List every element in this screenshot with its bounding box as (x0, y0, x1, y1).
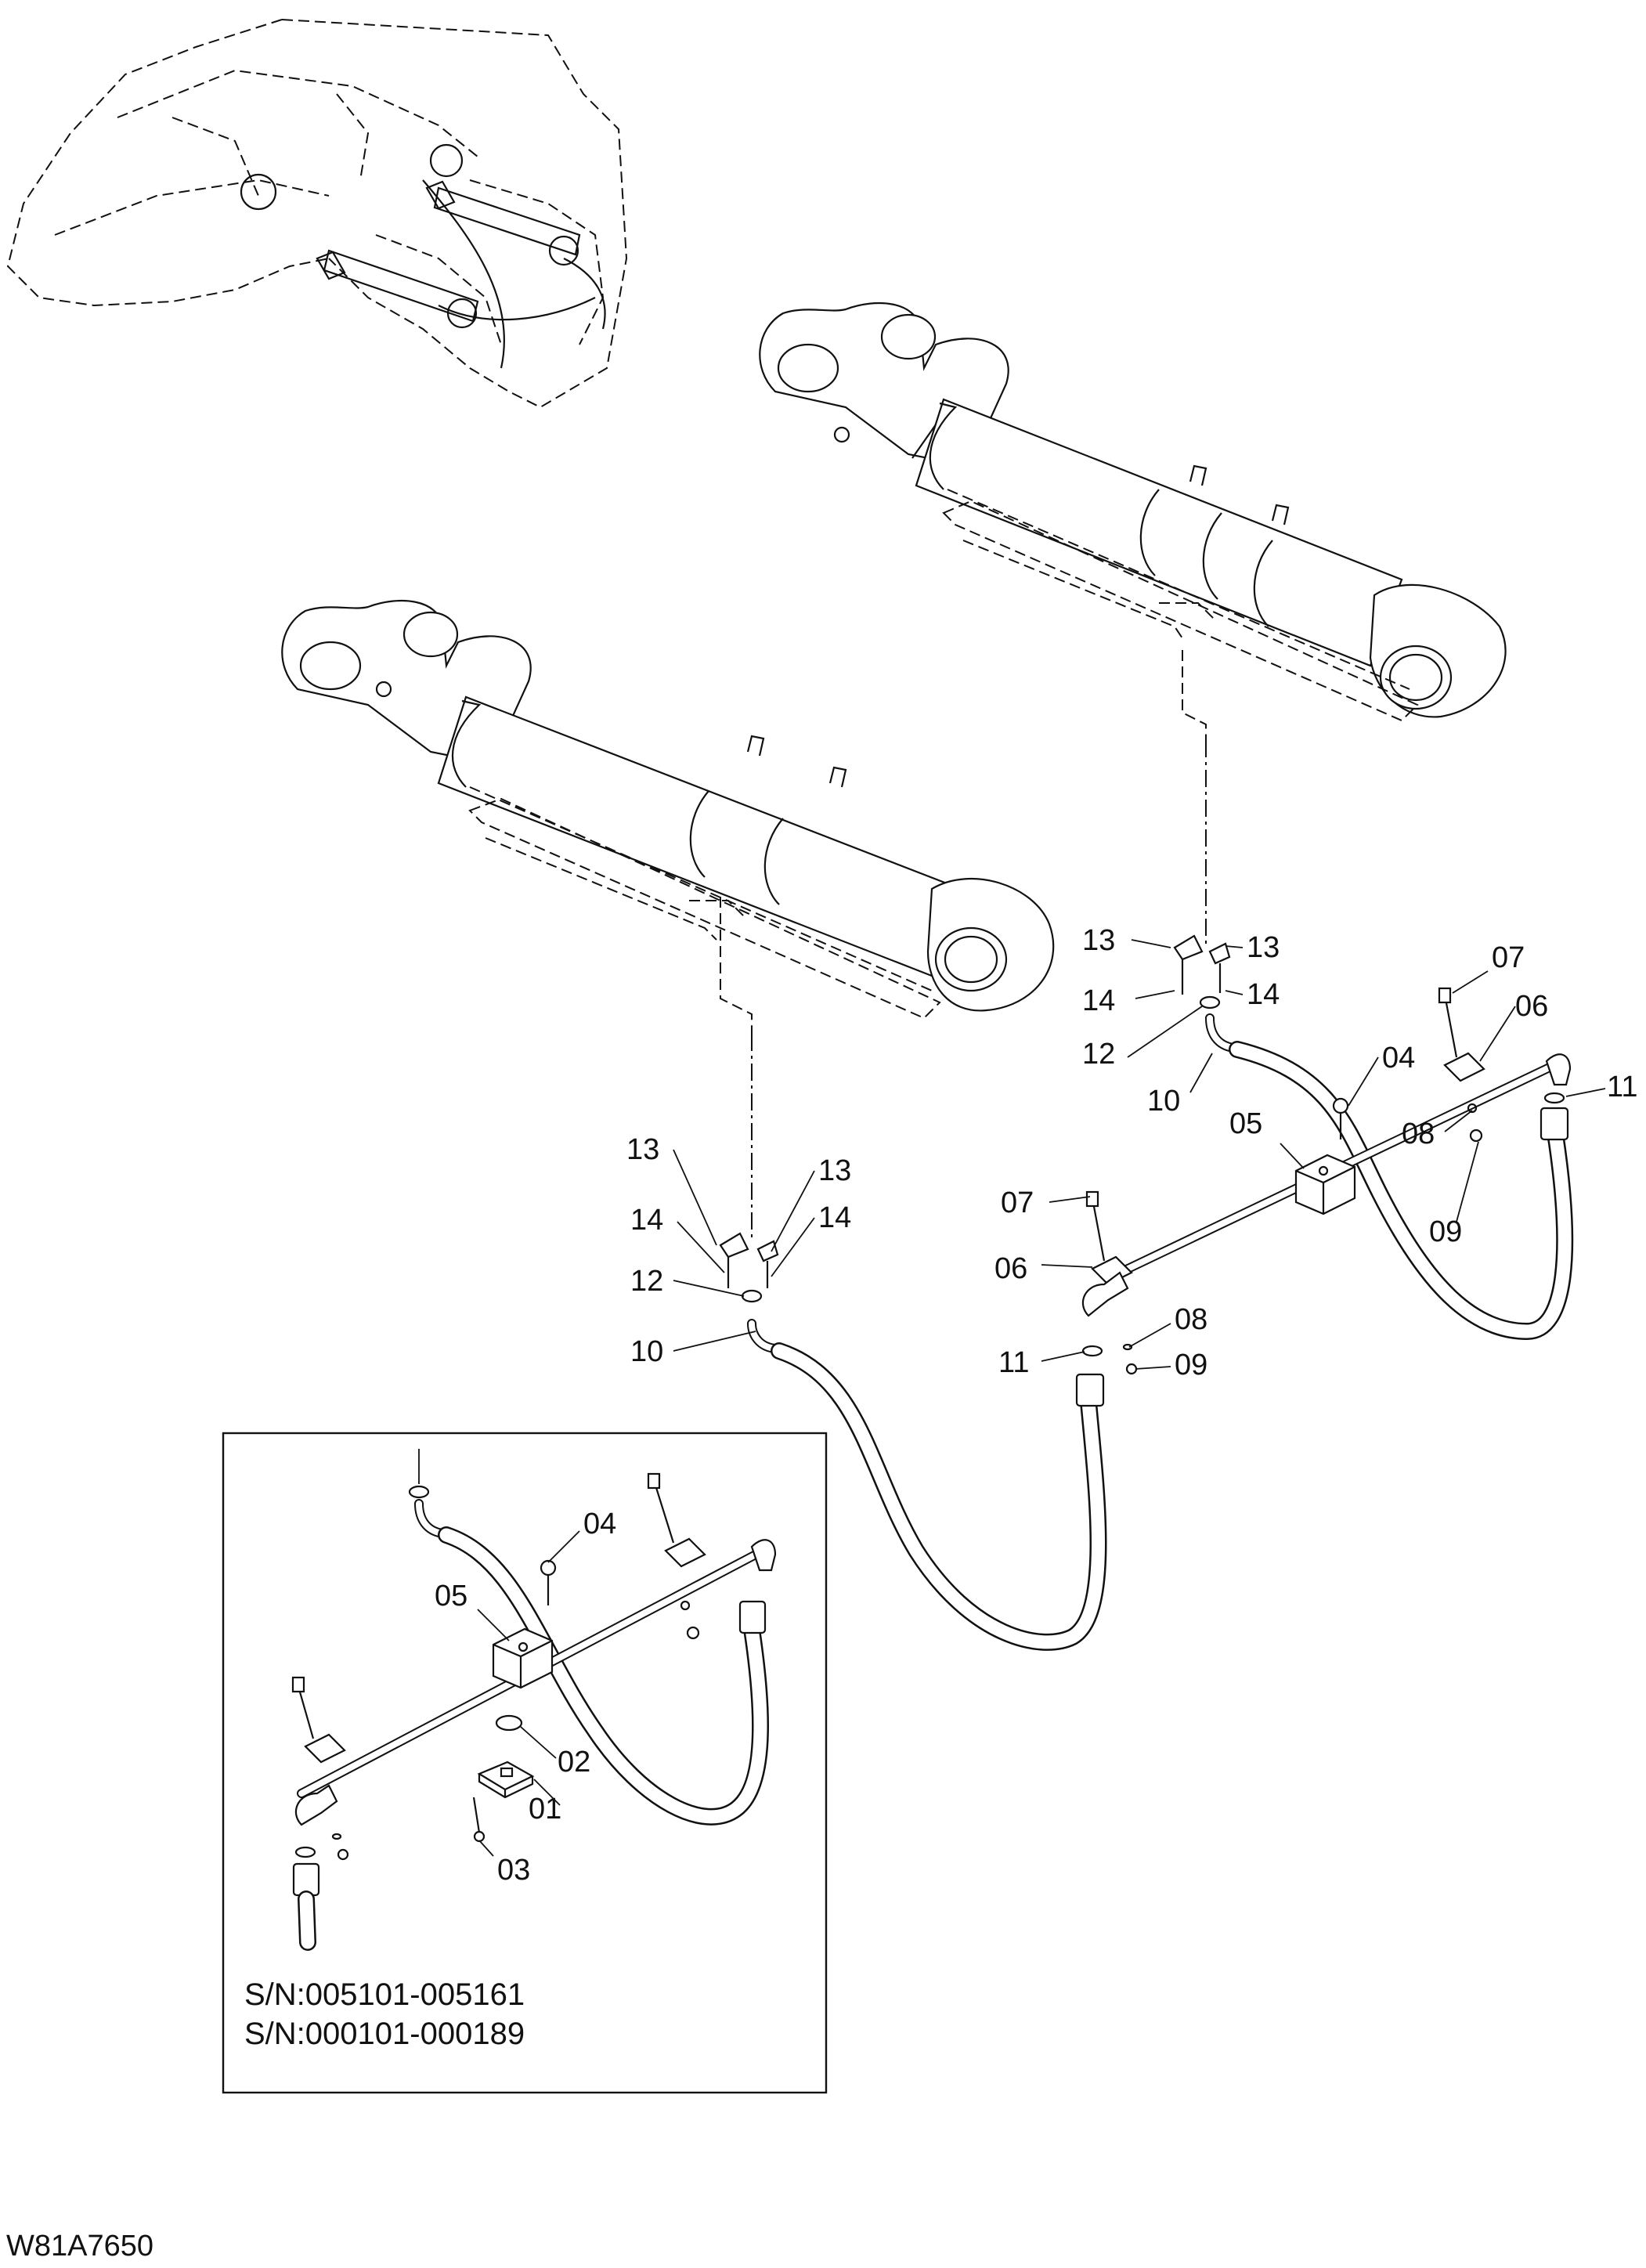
callout-02: 02 (558, 1746, 590, 1779)
callout-04-a: 04 (1382, 1042, 1415, 1074)
callout-05-b: 05 (435, 1580, 467, 1613)
callout-13-c: 13 (626, 1133, 659, 1166)
callout-06-b: 06 (994, 1252, 1027, 1285)
callout-07-b: 07 (1001, 1186, 1034, 1219)
callout-14-b: 14 (1247, 978, 1280, 1011)
inset-variant (222, 1432, 828, 2094)
callout-10-a: 10 (1147, 1085, 1180, 1118)
callout-14-d: 14 (818, 1201, 851, 1234)
serial-number-range-2: S/N:000101-000189 (244, 2017, 525, 2051)
cylinder-right (759, 302, 1507, 722)
callout-06-a: 06 (1515, 990, 1548, 1023)
callout-09-a: 09 (1429, 1215, 1462, 1248)
leader-lines (477, 939, 1606, 1857)
serial-number-range-1: S/N:005101-005161 (244, 1977, 525, 2012)
callout-08-a: 08 (1402, 1118, 1435, 1150)
callouts: 13 13 14 14 12 10 07 06 04 11 05 08 09 0… (435, 924, 1637, 1887)
callout-10-b: 10 (630, 1335, 663, 1368)
callout-01: 01 (529, 1793, 561, 1826)
left-hose-assembly (719, 1232, 1107, 1651)
callout-09-b: 09 (1175, 1349, 1207, 1381)
callout-04-b: 04 (583, 1508, 616, 1540)
callout-12-a: 12 (1082, 1038, 1115, 1071)
callout-05-a: 05 (1229, 1107, 1262, 1140)
callout-07-a: 07 (1492, 941, 1525, 974)
callout-14-c: 14 (630, 1204, 663, 1237)
callout-13-a: 13 (1082, 924, 1115, 957)
figure-id: W81A7650 (6, 2230, 153, 2263)
callout-12-b: 12 (630, 1265, 663, 1298)
callout-11-b: 11 (998, 1346, 1029, 1379)
machine-overview (6, 19, 628, 409)
callout-13-d: 13 (818, 1154, 851, 1187)
callout-08-b: 08 (1175, 1303, 1207, 1336)
cylinder-left (281, 599, 1055, 1020)
center-lines (720, 650, 1207, 1237)
callout-14-a: 14 (1082, 984, 1115, 1017)
callout-13-b: 13 (1247, 931, 1280, 964)
callout-03: 03 (497, 1854, 530, 1887)
callout-11-a: 11 (1607, 1071, 1637, 1103)
right-hose-assembly (1081, 934, 1574, 1375)
